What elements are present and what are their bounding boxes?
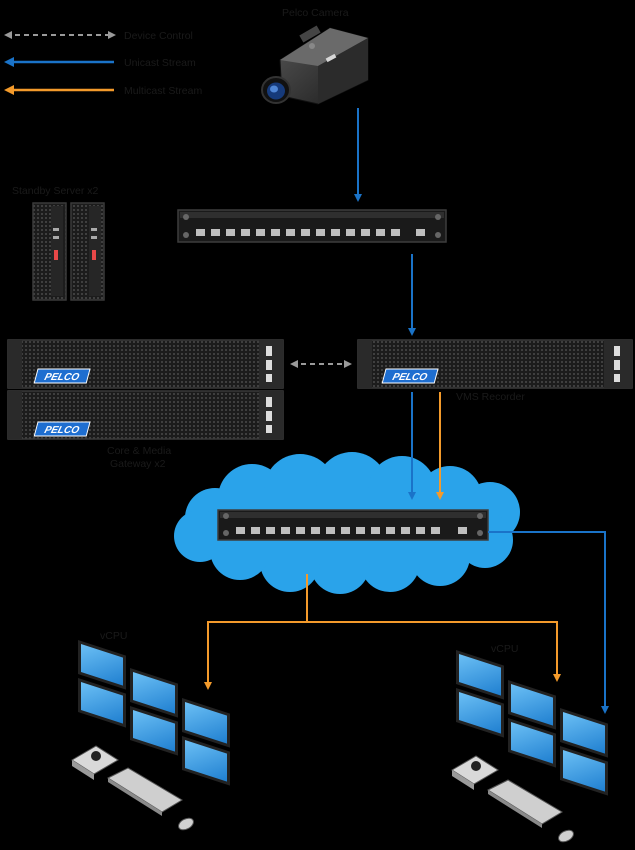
- multicast-to-vcpu-left: [204, 621, 307, 690]
- tower-server-icon: [32, 202, 105, 301]
- monitor-wall-icon: [78, 640, 230, 786]
- monitor-wall-icon: [456, 650, 608, 796]
- brand-label-1: PELCO: [43, 372, 80, 383]
- switch-icon: [217, 509, 489, 541]
- legend-device-control: Device Control: [4, 30, 193, 42]
- rack-server-icon: PELCO: [357, 339, 633, 389]
- vcpu-left-label: vCPU: [100, 630, 127, 642]
- camera-label: Pelco Camera: [282, 7, 349, 19]
- standby-server-label: Standby Server x2: [12, 185, 99, 197]
- camera-icon: [261, 25, 369, 105]
- keyboard-icon: [106, 767, 183, 816]
- vcpu-right-label: vCPU: [491, 643, 518, 655]
- joystick-icon: [451, 755, 499, 790]
- core-gateway-label-line1: Core & Media: [107, 445, 171, 457]
- unicast-switch-to-vcpu-right: [488, 531, 609, 714]
- legend-multicast: Multicast Stream: [4, 85, 202, 97]
- switch-icon: [177, 209, 447, 243]
- vms-recorder-label: VMS Recorder: [456, 391, 525, 403]
- multicast-to-vcpu-right: [307, 621, 561, 682]
- legend-label-unicast: Unicast Stream: [124, 57, 196, 69]
- rack-server-icon: PELCO: [7, 390, 284, 440]
- core-gateway-label-line2: Gateway x2: [110, 458, 166, 470]
- rack-server-icon: PELCO: [7, 339, 284, 389]
- legend-label-multicast: Multicast Stream: [124, 85, 202, 97]
- legend-label-device-control: Device Control: [124, 30, 193, 42]
- brand-label-3: PELCO: [391, 372, 428, 383]
- keyboard-icon: [486, 779, 563, 828]
- legend-unicast: Unicast Stream: [4, 57, 196, 69]
- mouse-icon: [178, 817, 194, 831]
- joystick-icon: [71, 745, 119, 780]
- legend: Device Control Unicast Stream Multicast …: [4, 30, 202, 97]
- mouse-icon: [558, 829, 574, 843]
- brand-label-2: PELCO: [43, 425, 80, 436]
